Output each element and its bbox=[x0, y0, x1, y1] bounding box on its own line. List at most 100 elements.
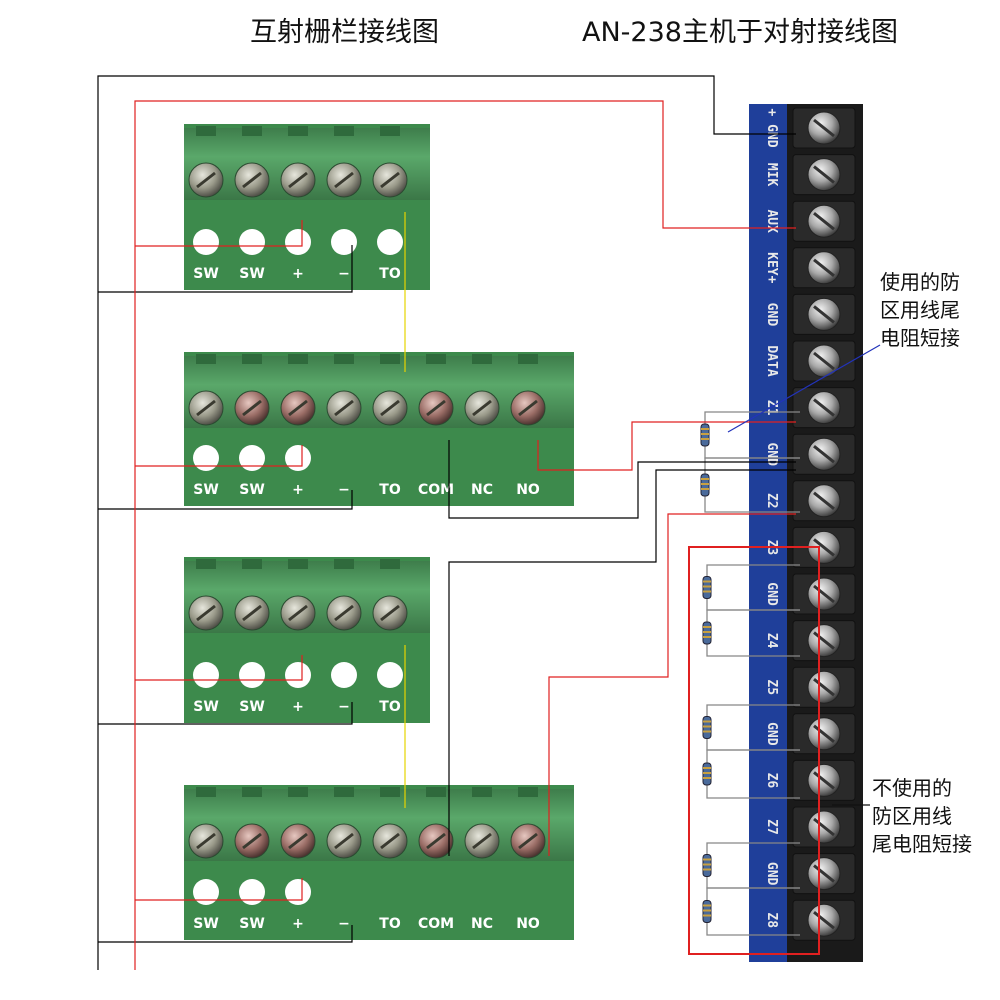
block-ridge bbox=[426, 354, 446, 364]
screw-slot bbox=[472, 832, 492, 850]
terminal-label: TO bbox=[379, 916, 401, 932]
host-label-bar bbox=[749, 104, 787, 962]
wire-layer bbox=[97, 75, 796, 970]
host-terminal-label: KEY+ bbox=[764, 252, 779, 283]
wire-gnd-tx2 bbox=[98, 702, 353, 725]
wire-gnd-tx1 bbox=[98, 245, 353, 293]
host-terminal-label: GND bbox=[764, 582, 779, 606]
wire-aux-main bbox=[134, 100, 796, 970]
host-screw-slot bbox=[813, 491, 835, 510]
screw-slot bbox=[518, 399, 538, 417]
contact-dot bbox=[377, 662, 403, 688]
block-ridge bbox=[334, 354, 354, 364]
screw-slot bbox=[288, 399, 308, 417]
host-terminal-label: AUX bbox=[764, 209, 779, 233]
block-ridge bbox=[472, 354, 492, 364]
screw-slot bbox=[472, 399, 492, 417]
block-ridge bbox=[196, 559, 216, 569]
block-ridge bbox=[518, 787, 538, 797]
terminal-label: SW bbox=[239, 916, 265, 932]
screw-slot bbox=[242, 832, 262, 850]
contact-dot bbox=[239, 662, 265, 688]
screw-slot bbox=[518, 832, 538, 850]
host-terminal-label: GND bbox=[764, 862, 779, 886]
terminal-label: − bbox=[338, 266, 350, 282]
host-screw-slot bbox=[813, 351, 835, 371]
wire-aux-rx2 bbox=[135, 878, 303, 901]
wire-z2-common bbox=[448, 469, 796, 856]
terminal-label: TO bbox=[379, 482, 401, 498]
screw-slot bbox=[242, 399, 262, 417]
screw-slot bbox=[242, 604, 262, 622]
host-terminal-label: DATA bbox=[764, 345, 779, 376]
wire-aux-tx1 bbox=[135, 220, 303, 247]
wire-aux-rx1 bbox=[135, 445, 303, 467]
end-of-line-resistors bbox=[700, 411, 800, 936]
terminal-label: + bbox=[292, 482, 304, 498]
host-screw-slot bbox=[813, 724, 835, 743]
contact-dot bbox=[239, 229, 265, 255]
contact-dot bbox=[377, 229, 403, 255]
wire-gnd-rx2 bbox=[98, 925, 353, 943]
host-screw-slot bbox=[813, 584, 835, 604]
block-ridge bbox=[196, 787, 216, 797]
block-ridge bbox=[334, 126, 354, 136]
host-terminal-label: GND bbox=[764, 303, 779, 327]
terminal-label: − bbox=[338, 482, 350, 498]
host-screw-slot bbox=[813, 817, 835, 837]
screw-slot bbox=[242, 171, 262, 189]
terminal-label: SW bbox=[239, 266, 265, 282]
unused-zone-highlight-box bbox=[688, 546, 820, 955]
block-ridge bbox=[380, 559, 400, 569]
terminal-label: SW bbox=[239, 699, 265, 715]
screw-slot bbox=[288, 604, 308, 622]
terminal-label: SW bbox=[193, 916, 219, 932]
host-screw-slot bbox=[813, 538, 835, 557]
host-terminal-label: GND bbox=[764, 722, 779, 746]
screw-slot bbox=[334, 604, 354, 622]
screw-slot bbox=[426, 399, 446, 417]
block-ridge bbox=[196, 354, 216, 364]
wire-gnd-main bbox=[97, 75, 796, 970]
contact-dot bbox=[331, 229, 357, 255]
screw-slot bbox=[380, 604, 400, 622]
contact-dot bbox=[193, 879, 219, 905]
terminal-label: NC bbox=[471, 916, 493, 932]
terminal-label: SW bbox=[193, 266, 219, 282]
note-unused-zones: 不使用的 防区用线 尾电阻短接 bbox=[872, 776, 972, 856]
host-terminal-label: Z8 bbox=[764, 912, 779, 928]
block-ridge bbox=[242, 787, 262, 797]
block-ridge bbox=[288, 559, 308, 569]
terminal-label: COM bbox=[418, 916, 454, 932]
host-screw-slot bbox=[813, 118, 835, 138]
host-screw-slot bbox=[813, 864, 835, 883]
contact-dot bbox=[331, 662, 357, 688]
right-title: AN-238主机于对射接线图 bbox=[582, 17, 898, 48]
screw-slot bbox=[196, 171, 216, 189]
wire-z1-signal bbox=[537, 421, 796, 471]
screw-slot bbox=[196, 832, 216, 850]
host-terminal-label: Z2 bbox=[764, 493, 779, 509]
host-screw-slot bbox=[813, 678, 835, 697]
contact-dot bbox=[193, 229, 219, 255]
block-ridge bbox=[242, 126, 262, 136]
terminal-label: TO bbox=[379, 699, 401, 715]
eol-resistor bbox=[702, 609, 800, 657]
block-ridge bbox=[334, 787, 354, 797]
terminal-label: + bbox=[292, 266, 304, 282]
terminal-label: − bbox=[338, 916, 350, 932]
host-screw-slot bbox=[813, 305, 835, 324]
wire-z2-signal bbox=[548, 513, 796, 856]
host-terminal-label: Z5 bbox=[764, 679, 779, 695]
contact-dot bbox=[285, 879, 311, 905]
host-terminal-strip: + GNDMIKAUXKEY+GNDDATAZ1GNDZ2Z3GNDZ4Z5GN… bbox=[749, 104, 863, 962]
screw-slot bbox=[334, 832, 354, 850]
screw-slot bbox=[426, 832, 446, 850]
block-ridge bbox=[380, 126, 400, 136]
terminal-label: TO bbox=[379, 266, 401, 282]
contact-dot bbox=[285, 662, 311, 688]
host-screw-slot bbox=[813, 258, 835, 277]
terminal-label: + bbox=[292, 916, 304, 932]
